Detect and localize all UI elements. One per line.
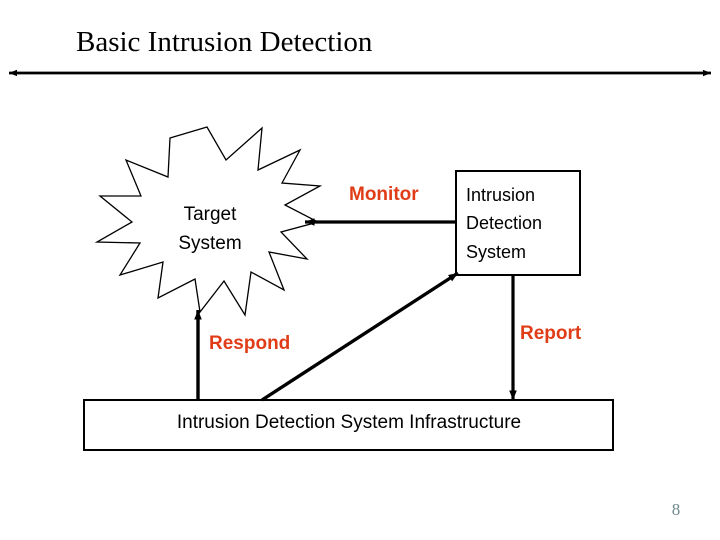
target-system-starburst [94, 126, 323, 317]
monitor-flow-label: Monitor [349, 184, 419, 205]
report-flow-label: Report [520, 323, 582, 344]
intrusion-detection-system-label: Intrusion Detection System [466, 185, 543, 262]
infrastructure-label: Intrusion Detection System Infrastructur… [176, 412, 522, 433]
respond-flow-label: Respond [209, 333, 291, 354]
infrastructure-box [83, 399, 614, 451]
title-divider-rule [9, 69, 711, 77]
page-title: Basic Intrusion Detection [76, 26, 373, 58]
infrastructure-to-ids-arrow [261, 271, 459, 402]
page-number: 8 [671, 500, 681, 519]
intrusion-detection-system-box [455, 170, 581, 276]
target-system-label: Target System [178, 204, 242, 255]
